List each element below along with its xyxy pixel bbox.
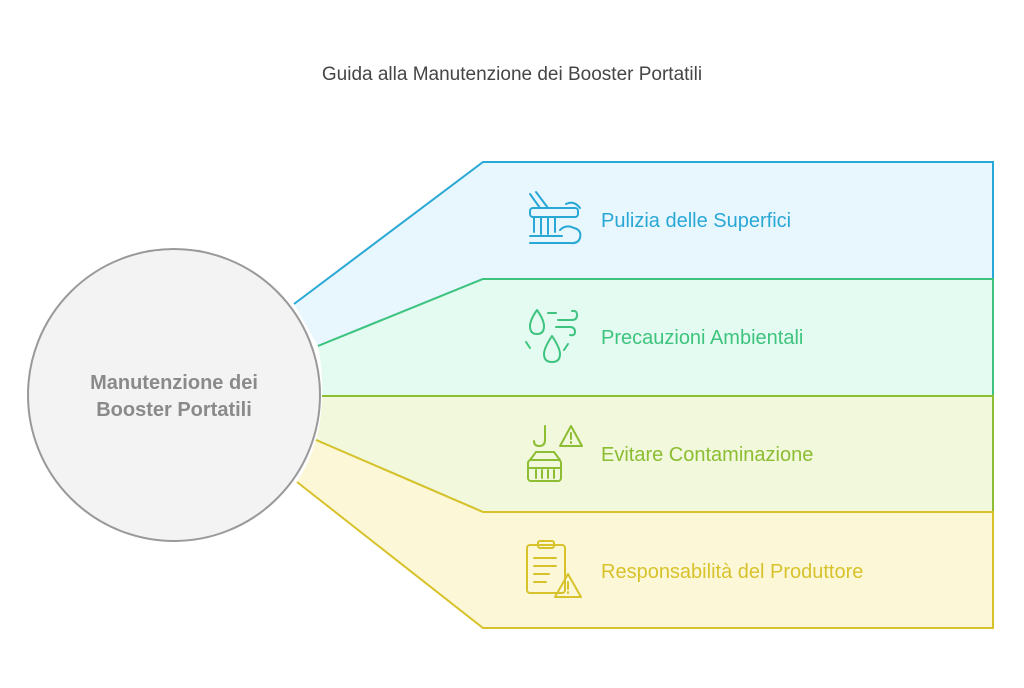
brush-cleaning-icon	[529, 191, 582, 245]
branch-shape	[316, 396, 993, 512]
hook-basket-warning-icon	[527, 425, 583, 482]
branch-label: Precauzioni Ambientali	[601, 327, 803, 349]
branch-shape	[318, 279, 993, 396]
branch-shape	[297, 440, 993, 628]
clipboard-warning-icon	[526, 540, 582, 598]
branch-responsabilita: Responsabilità del Produttore	[296, 439, 994, 629]
branch-label: Pulizia delle Superfici	[601, 210, 791, 232]
center-node: Manutenzione dei Booster Portatili	[27, 248, 321, 542]
center-label-line1: Manutenzione dei	[90, 372, 258, 394]
branch-label: Evitare Contaminazione	[601, 444, 813, 466]
center-circle	[27, 248, 321, 542]
branch-label: Responsabilità del Produttore	[601, 561, 863, 583]
branch-pulizia: Pulizia delle Superfici	[293, 161, 994, 347]
water-drops-wind-icon	[525, 309, 578, 363]
center-label-line2: Booster Portatili	[96, 399, 252, 421]
branch-outline	[296, 439, 994, 629]
branch-shape	[294, 162, 993, 346]
diagram-title: Guida alla Manutenzione dei Booster Port…	[322, 64, 702, 85]
